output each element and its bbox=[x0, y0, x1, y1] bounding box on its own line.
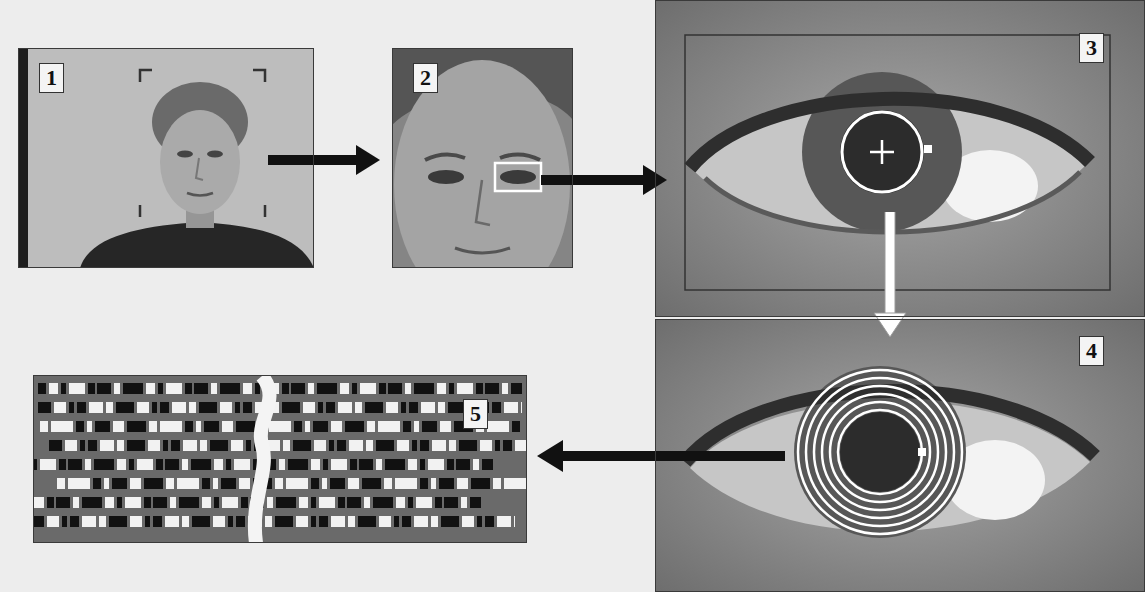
iris-code-part bbox=[38, 380, 522, 399]
callout-number: 3 bbox=[1079, 33, 1104, 63]
callout-number: 5 bbox=[463, 399, 488, 429]
camera-view-part bbox=[187, 193, 213, 196]
face-closeup-part bbox=[500, 170, 536, 184]
arrow-head bbox=[356, 145, 380, 175]
iris-code-part bbox=[38, 418, 522, 437]
flow-arrow bbox=[537, 440, 785, 472]
arrow-head bbox=[537, 440, 563, 472]
callout-number: 2 bbox=[413, 63, 438, 93]
face-closeup bbox=[392, 48, 573, 268]
arrow-shaft bbox=[558, 451, 785, 461]
callout-number: 1 bbox=[39, 63, 64, 93]
flow-arrow bbox=[268, 145, 380, 175]
camera-view-part bbox=[196, 158, 203, 180]
arrow-outline bbox=[885, 212, 896, 318]
face-closeup-part bbox=[394, 60, 570, 268]
arrow-shaft bbox=[268, 155, 361, 165]
iris-code-part bbox=[55, 475, 527, 494]
iris-unwrapping-part bbox=[840, 412, 920, 492]
arrow-shaft bbox=[886, 212, 895, 318]
iris-code bbox=[33, 375, 527, 543]
iris-code-part bbox=[49, 437, 527, 456]
image-panel: 3 bbox=[655, 0, 1145, 317]
image-panel: 5 bbox=[33, 375, 527, 543]
eye-localisation-part bbox=[842, 112, 922, 192]
iris-unwrapping-part-part bbox=[814, 386, 946, 518]
camera-view-part bbox=[18, 48, 28, 268]
eye-localisation-part bbox=[924, 145, 932, 153]
image-panel: 2 bbox=[392, 48, 573, 268]
camera-view-part bbox=[80, 222, 314, 268]
eye-localisation-part bbox=[840, 110, 924, 194]
eye-localisation-part bbox=[870, 140, 894, 164]
iris-unwrapping-part-part bbox=[806, 378, 954, 526]
iris-code-part bbox=[33, 513, 515, 532]
camera-view-part bbox=[207, 151, 223, 158]
iris-code-part bbox=[38, 399, 522, 418]
face-closeup-part bbox=[476, 180, 490, 225]
eye-localisation-part bbox=[690, 99, 1090, 168]
iris-code-part bbox=[255, 376, 270, 543]
iris-unwrapping-part bbox=[918, 448, 926, 456]
camera-view-part bbox=[177, 151, 193, 158]
face-closeup-part bbox=[455, 248, 510, 253]
camera-view-part bbox=[140, 70, 265, 217]
face-closeup-part bbox=[425, 154, 540, 160]
eye-localisation-part bbox=[655, 0, 1145, 317]
eye-localisation-part bbox=[685, 35, 1110, 290]
camera-view-part bbox=[160, 110, 240, 214]
callout-number: 4 bbox=[1079, 336, 1104, 366]
iris-unwrapping-part-part bbox=[822, 394, 938, 510]
image-panel: 4 bbox=[655, 319, 1145, 592]
iris-unwrapping-part bbox=[798, 370, 962, 534]
eye-localisation bbox=[655, 0, 1145, 317]
iris-unwrapping-part-part bbox=[830, 402, 930, 502]
image-panel: 1 bbox=[18, 48, 314, 268]
flow-arrow bbox=[541, 165, 667, 195]
face-closeup-part bbox=[428, 170, 464, 184]
arrow-shaft bbox=[541, 175, 648, 185]
iris-unwrapping-part-part bbox=[798, 370, 962, 534]
iris-unwrapping-part-part bbox=[838, 410, 922, 494]
face-closeup-part bbox=[495, 163, 541, 191]
